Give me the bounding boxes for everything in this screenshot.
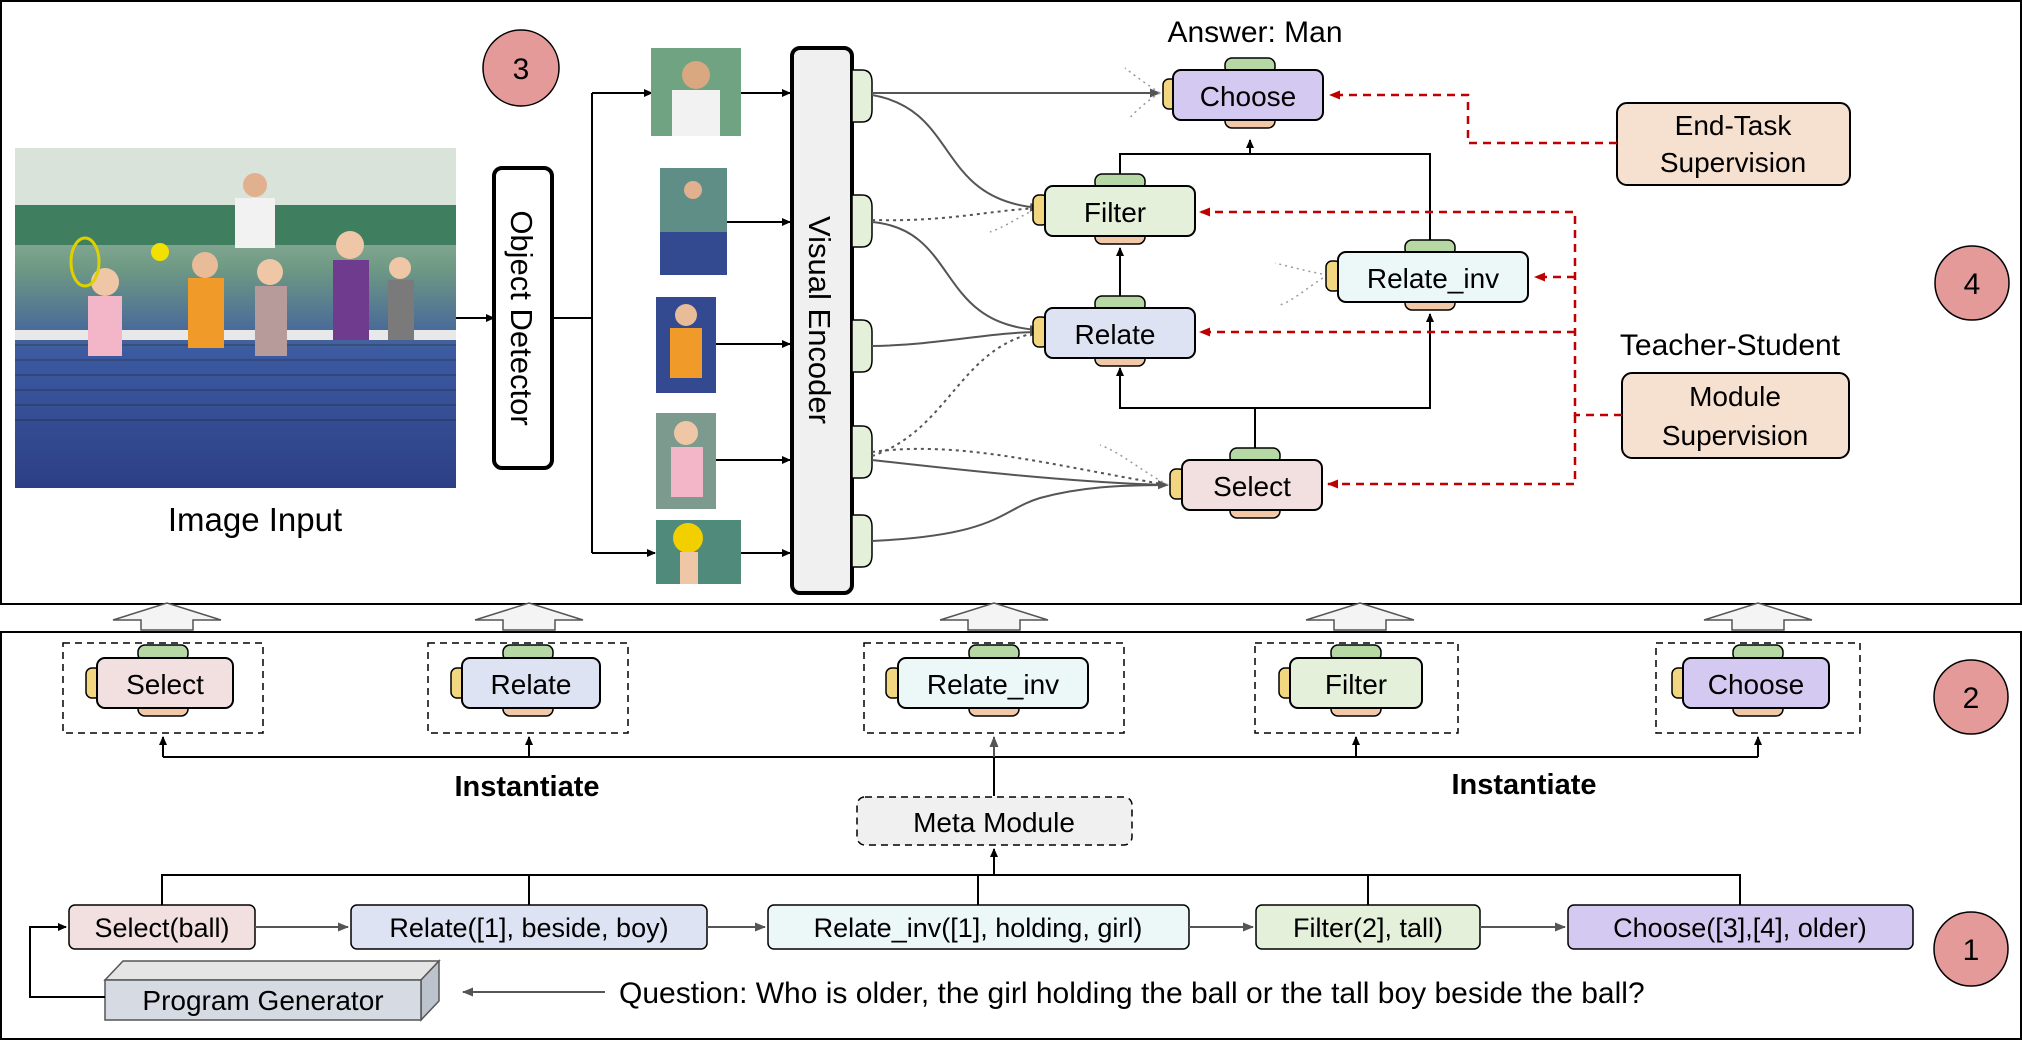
svg-text:Filter: Filter xyxy=(1084,197,1146,228)
encoder-port-5 xyxy=(851,514,873,568)
visual-encoder-label: Visual Encoder xyxy=(802,216,837,424)
step-badge-2-label: 2 xyxy=(1963,682,1980,715)
up-arrow-1 xyxy=(112,602,222,631)
svg-text:Filter(2], tall): Filter(2], tall) xyxy=(1293,913,1443,943)
crop-boy xyxy=(656,297,716,393)
module-relate-inv-top: Relate_inv xyxy=(1325,239,1529,311)
image-input-label: Image Input xyxy=(168,501,342,538)
step-badge-1-label: 1 xyxy=(1963,934,1980,967)
crop-ball xyxy=(656,520,741,584)
crop-girl xyxy=(656,413,716,509)
question-text: Question: Who is older, the girl holding… xyxy=(619,977,1645,1010)
svg-text:Select(ball): Select(ball) xyxy=(94,913,229,943)
up-arrow-5 xyxy=(1703,602,1813,631)
svg-text:Select: Select xyxy=(1213,471,1291,502)
program-step-4: Filter(2], tall) xyxy=(1255,904,1481,950)
svg-text:Relate_inv: Relate_inv xyxy=(927,669,1059,700)
up-arrow-2 xyxy=(474,602,584,631)
encoder-port-3 xyxy=(851,319,873,373)
svg-text:Meta Module: Meta Module xyxy=(913,807,1075,838)
svg-text:Choose([3],[4], older): Choose([3],[4], older) xyxy=(1613,913,1867,943)
step-badge-1 xyxy=(1933,911,2009,987)
crop-group xyxy=(660,168,727,275)
step-badge-2 xyxy=(1933,659,2009,735)
program-step-1: Select(ball) xyxy=(68,904,256,950)
module-select-top: Select xyxy=(1169,447,1323,519)
encoder-port-4 xyxy=(851,425,873,479)
svg-text:Relate([1], beside, boy): Relate([1], beside, boy) xyxy=(389,913,668,943)
instantiated-filter: Filter xyxy=(1254,642,1459,734)
svg-text:Supervision: Supervision xyxy=(1660,147,1806,178)
svg-text:Relate_inv([1], holding, girl): Relate_inv([1], holding, girl) xyxy=(814,913,1143,943)
answer-label: Answer: Man xyxy=(1167,16,1342,49)
step-badge-3 xyxy=(482,29,560,107)
program-step-5: Choose([3],[4], older) xyxy=(1567,904,1914,950)
program-step-2: Relate([1], beside, boy) xyxy=(350,904,708,950)
input-photo xyxy=(15,148,456,488)
svg-text:Supervision: Supervision xyxy=(1662,420,1808,451)
instantiated-choose: Choose xyxy=(1655,642,1861,734)
module-supervision-box: Module Supervision xyxy=(1621,372,1850,459)
instantiated-relate: Relate xyxy=(427,642,629,734)
instantiated-select: Select xyxy=(62,642,264,734)
instantiated-relate-inv: Relate_inv xyxy=(863,642,1125,734)
svg-text:Choose: Choose xyxy=(1708,669,1805,700)
module-filter-top: Filter xyxy=(1032,173,1196,245)
program-step-3: Relate_inv([1], holding, girl) xyxy=(767,904,1190,950)
module-relate-top: Relate xyxy=(1032,295,1196,367)
up-arrow-3 xyxy=(939,602,1049,631)
encoder-port-2 xyxy=(851,194,873,248)
crop-man xyxy=(651,48,741,136)
program-generator-box: Program Generator xyxy=(103,959,441,1022)
encoder-port-1 xyxy=(851,69,873,123)
svg-text:End-Task: End-Task xyxy=(1675,110,1793,141)
instantiate-label-left: Instantiate xyxy=(454,771,599,803)
svg-text:Filter: Filter xyxy=(1325,669,1387,700)
up-arrow-4 xyxy=(1305,602,1415,631)
svg-text:Relate_inv: Relate_inv xyxy=(1367,263,1499,294)
end-task-supervision-box: End-Task Supervision xyxy=(1616,102,1851,186)
svg-text:Program Generator: Program Generator xyxy=(142,985,383,1016)
svg-text:Choose: Choose xyxy=(1200,81,1297,112)
meta-module-box: Meta Module xyxy=(856,796,1133,846)
teacher-student-label: Teacher-Student xyxy=(1620,329,1841,362)
module-choose-top: Choose xyxy=(1162,57,1324,129)
step-badge-3-label: 3 xyxy=(513,53,530,86)
svg-text:Module: Module xyxy=(1689,381,1781,412)
object-detector-label: Object Detector xyxy=(504,210,539,425)
svg-text:Relate: Relate xyxy=(491,669,572,700)
step-badge-4 xyxy=(1934,245,2010,321)
svg-text:Select: Select xyxy=(126,669,204,700)
step-badge-4-label: 4 xyxy=(1964,268,1981,301)
svg-text:Relate: Relate xyxy=(1075,319,1156,350)
instantiate-label-right: Instantiate xyxy=(1451,769,1596,801)
